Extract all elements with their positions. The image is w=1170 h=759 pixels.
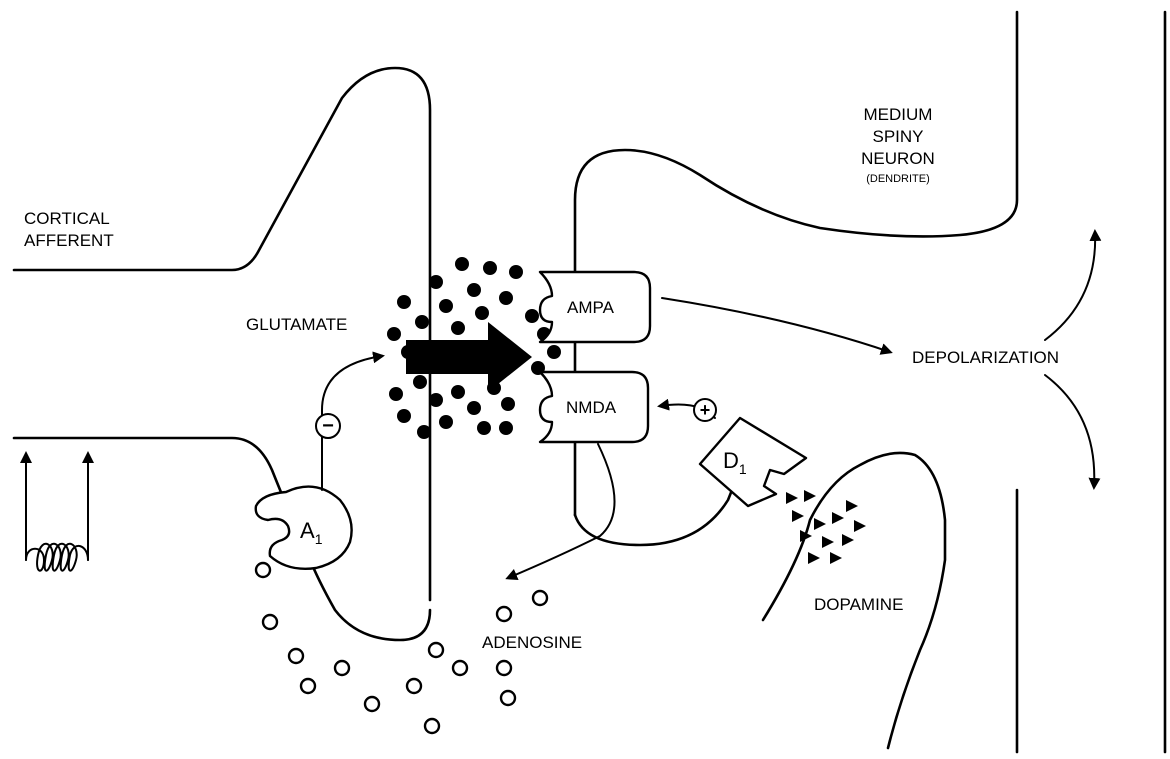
msn-label-1: MEDIUM <box>864 105 933 124</box>
nmda-label: NMDA <box>566 398 617 417</box>
action-potential-coil <box>26 454 88 571</box>
svg-text:+: + <box>700 400 711 420</box>
cortical-afferent-label-2: AFFERENT <box>24 231 114 250</box>
svg-text:−: − <box>322 415 334 437</box>
depolarization-up-arrow <box>1045 232 1095 340</box>
minus-indicator: − <box>316 414 340 438</box>
glutamate-label: GLUTAMATE <box>246 315 347 334</box>
ampa-to-depolarization-arrow <box>662 298 890 352</box>
cortical-afferent-label-1: CORTICAL <box>24 209 110 228</box>
msn-label-4: (DENDRITE) <box>866 173 930 185</box>
presynaptic-terminal-lower-outline <box>14 438 430 640</box>
msn-label-2: SPINY <box>872 127 923 146</box>
d1-receptor <box>700 418 806 506</box>
plus-indicator: + <box>694 399 716 421</box>
presynaptic-terminal-upper-outline <box>14 68 430 600</box>
msn-label-3: NEURON <box>861 149 935 168</box>
adenosine-label: ADENOSINE <box>482 633 582 652</box>
dopamine-label: DOPAMINE <box>814 595 903 614</box>
ampa-label: AMPA <box>567 298 615 317</box>
depolarization-down-arrow <box>1045 375 1094 487</box>
nmda-to-adenosine-arrow <box>508 444 615 578</box>
depolarization-label: DEPOLARIZATION <box>912 348 1059 367</box>
